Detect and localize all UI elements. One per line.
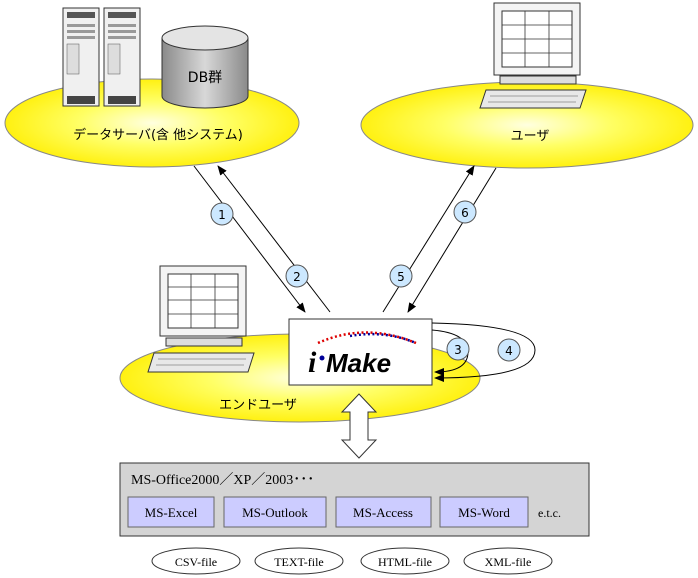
app-label: MS-Excel (145, 505, 198, 520)
file-label: HTML-file (378, 555, 432, 569)
data-server-label: データサーバ(含 他システム) (73, 127, 243, 143)
step-6-marker: 6 (453, 200, 477, 224)
file-formats: CSV-file TEXT-file HTML-file XML-file (151, 547, 553, 575)
bidirectional-block-arrow (340, 393, 378, 459)
step-3-marker: 3 (446, 337, 470, 361)
file-text: TEXT-file (254, 547, 344, 575)
step-1-label: 1 (218, 208, 226, 222)
user-label: ユーザ (511, 129, 550, 144)
app-label: MS-Outlook (242, 505, 308, 520)
imake-logo-arc (317, 331, 417, 345)
db-label: DB群 (188, 70, 222, 86)
file-html: HTML-file (360, 547, 450, 575)
imake-box: i Make (288, 318, 433, 386)
office-panel: MS-Office2000／XP／2003･･･ MS-Excel MS-Out… (119, 462, 590, 537)
flow-arrows (193, 165, 536, 382)
step-4-marker: 4 (497, 338, 521, 362)
file-label: XML-file (485, 555, 532, 569)
app-label: MS-Word (458, 505, 510, 520)
file-label: CSV-file (175, 555, 217, 569)
arrow-user-to-imake (407, 167, 497, 313)
database-icon: DB群 (161, 25, 249, 109)
arrow-imake-to-user (382, 165, 475, 313)
app-ms-outlook: MS-Outlook (223, 496, 327, 528)
file-csv: CSV-file (151, 547, 241, 575)
arrow-server-to-imake (193, 165, 306, 313)
end-user-label: エンドユーザ (219, 398, 297, 413)
imake-logo-i: i (308, 346, 317, 379)
computer-icon (147, 265, 255, 373)
file-xml: XML-file (463, 547, 553, 575)
server-icon (62, 7, 141, 107)
app-ms-access: MS-Access (335, 496, 432, 528)
loop-arrow-outer (431, 322, 536, 382)
file-label: TEXT-file (274, 555, 324, 569)
step-5-label: 5 (397, 270, 405, 284)
office-title: MS-Office2000／XP／2003･･･ (131, 472, 314, 488)
step-4-label: 4 (505, 344, 513, 358)
step-5-marker: 5 (389, 264, 413, 288)
app-ms-word: MS-Word (439, 496, 529, 528)
office-etc: e.t.c. (538, 506, 561, 520)
step-3-label: 3 (454, 343, 462, 357)
data-server-node: DB群 データサーバ(含 他システム) (4, 7, 300, 168)
step-2-marker: 2 (285, 264, 309, 288)
user-node: ユーザ (360, 2, 694, 169)
data-server-ellipse (4, 78, 300, 168)
arrow-imake-to-server (217, 165, 331, 313)
imake-logo-text: Make (326, 348, 391, 378)
step-1-marker: 1 (210, 202, 234, 226)
computer-icon (479, 2, 587, 109)
step-6-label: 6 (461, 206, 469, 220)
app-ms-excel: MS-Excel (127, 496, 215, 528)
step-2-label: 2 (293, 270, 301, 284)
app-label: MS-Access (353, 505, 413, 520)
step-markers: 1 2 3 4 5 6 (210, 200, 521, 362)
